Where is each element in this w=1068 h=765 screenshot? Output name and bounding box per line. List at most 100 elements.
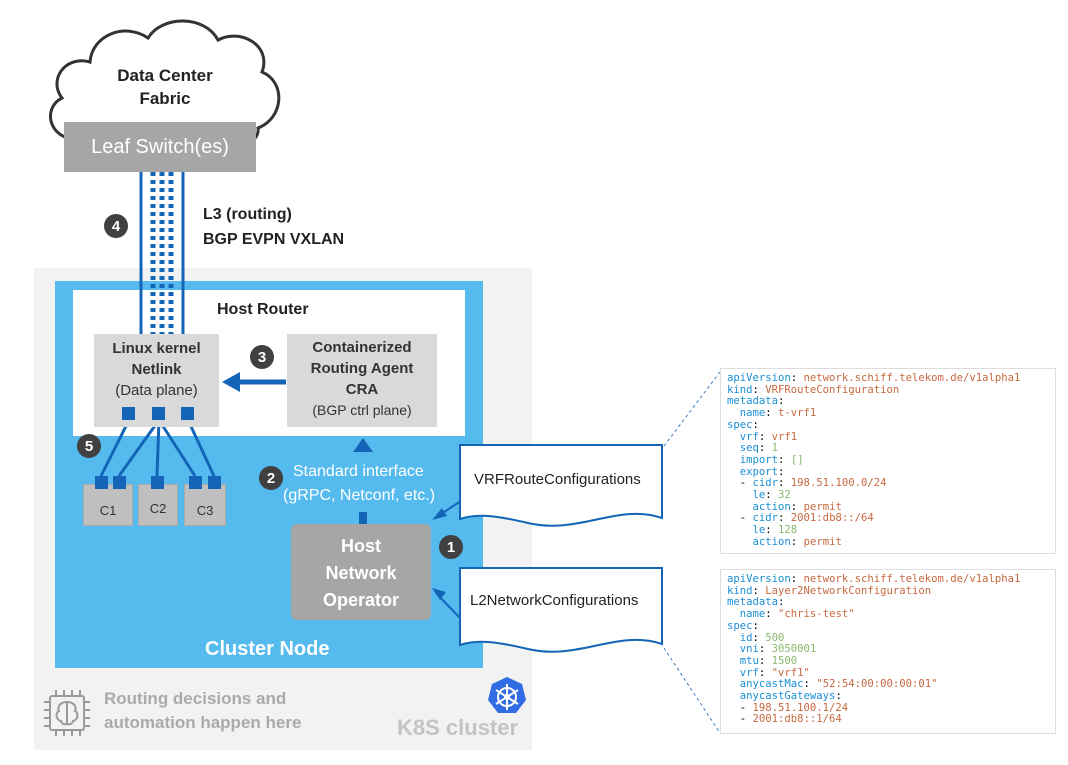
host-router-title: Host Router (217, 301, 309, 318)
kernel-netlink: Netlink (131, 361, 182, 378)
yaml-token: : (778, 465, 785, 478)
yaml-token: - (727, 713, 753, 726)
leaf-switch-box: Leaf Switch(es) (64, 122, 256, 172)
kubernetes-wheel-icon (488, 677, 526, 713)
c1-port-2 (113, 476, 126, 489)
step-4-badge: 4 (104, 214, 128, 238)
yaml-token: cidr (752, 477, 779, 490)
yaml-token (727, 442, 740, 454)
yaml-token: apiVersion (727, 372, 791, 384)
yaml-token: : (765, 489, 779, 502)
yaml-token (727, 667, 740, 679)
yaml-token: : (752, 383, 766, 396)
yaml-token (727, 608, 740, 620)
yaml-token (727, 466, 740, 478)
step-2-badge: 2 (259, 466, 283, 490)
yaml-token: - (727, 512, 753, 525)
yaml-token: spec (727, 619, 753, 632)
yaml-token: - (727, 477, 753, 490)
yaml-token: vrf1 (771, 430, 798, 443)
yaml-token: seq (739, 442, 759, 455)
step-1-badge: 1 (439, 535, 463, 559)
yaml-token: le (752, 524, 766, 537)
yaml-token: vrf (739, 430, 759, 443)
c2-port (151, 476, 164, 489)
yaml-line: apiVersion: network.schiff.telekom.de/v1… (727, 573, 1049, 586)
linux-kernel-box: Linux kernel Netlink (Data plane) (94, 334, 219, 427)
yaml-token: [] (790, 453, 804, 466)
yaml-token: le (752, 489, 766, 502)
yaml-token: : (752, 619, 759, 632)
yaml-token: : (778, 477, 791, 490)
container-c3: C3 (184, 484, 228, 526)
yaml-line: vrf: "vrf1" (727, 666, 1049, 680)
yaml-line: spec: (727, 619, 1049, 633)
container-c2: C2 (138, 484, 180, 526)
operator-line-1: Host (341, 536, 381, 556)
cluster-node-label: Cluster Node (205, 638, 330, 660)
yaml-token: : (752, 418, 759, 431)
kernel-data-plane: (Data plane) (115, 382, 198, 399)
yaml-token (727, 655, 740, 667)
cra-box: Containerized Routing Agent CRA (BGP ctr… (287, 334, 437, 427)
operator-line-2: Network (325, 563, 397, 583)
yaml-line: anycastGateways: (727, 690, 1049, 703)
yaml-token: name (739, 608, 766, 621)
step-3-badge: 3 (250, 345, 274, 369)
yaml-line: le: 128 (727, 524, 1049, 537)
l2-doc-shape (459, 567, 663, 653)
yaml-token (727, 454, 740, 466)
yaml-line: - cidr: 2001:db8::/64 (727, 513, 1049, 525)
yaml-token: : (765, 524, 779, 537)
yaml-line: - 2001:db8::1/64 (727, 714, 1049, 726)
yaml-line: vrf: vrf1 (727, 430, 1049, 444)
yaml-token: t-vrf1 (778, 407, 817, 420)
yaml-token: : (765, 407, 779, 420)
yaml-token: : (778, 512, 791, 525)
yaml-line: - cidr: 198.51.100.0/24 (727, 477, 1049, 490)
yaml-token (727, 690, 740, 702)
step-5-badge: 5 (77, 434, 101, 458)
yaml-token: import (739, 453, 779, 466)
k8s-cluster-label: K8S cluster (397, 715, 519, 740)
yaml-line: name: t-vrf1 (727, 407, 1049, 420)
yaml-token: network.schiff.telekom.de/v1alpha1 (803, 372, 1021, 384)
yaml-line: le: 32 (727, 489, 1049, 502)
yaml-token: 198.51.100.0/24 (790, 477, 887, 490)
yaml-token (727, 489, 753, 501)
yaml-token: : (835, 690, 842, 703)
yaml-line: action: permit (727, 535, 1049, 549)
yaml-token: permit (803, 500, 842, 513)
yaml-line: mtu: 1500 (727, 654, 1049, 668)
vrf-route-configurations-label: VRFRouteConfigurations (474, 471, 641, 488)
yaml-token: vni (739, 643, 759, 656)
yaml-token: "chris-test" (778, 608, 855, 621)
yaml-token: : (778, 453, 791, 466)
operator-line-3: Operator (322, 590, 400, 610)
interface-label-2: (gRPC, Netconf, etc.) (283, 487, 436, 504)
yaml-token: id (739, 631, 753, 644)
interface-label-1: Standard interface (293, 463, 424, 480)
yaml-token: anycastMac (739, 678, 804, 691)
yaml-line: - 198.51.100.1/24 (727, 702, 1049, 715)
yaml-token: network.schiff.telekom.de/v1alpha1 (803, 573, 1021, 585)
yaml-token: : (790, 535, 804, 548)
cloud-icon (48, 19, 281, 147)
kernel-title: Linux kernel (112, 340, 201, 357)
k8s-note-line-1: Routing decisions and (104, 689, 287, 708)
yaml-line: seq: 1 (727, 442, 1049, 455)
c1-port-1 (95, 476, 108, 489)
yaml-token: : (758, 666, 772, 679)
yaml-token (727, 431, 740, 443)
yaml-line: name: "chris-test" (727, 608, 1049, 621)
yaml-token: : (758, 654, 772, 667)
yaml-line: anycastMac: "52:54:00:00:00:01" (727, 678, 1049, 691)
yaml-token: name (739, 407, 766, 420)
yaml-token: VRFRouteConfiguration (765, 383, 900, 396)
yaml-token: : (758, 430, 772, 443)
kernel-port-3 (181, 407, 194, 420)
yaml-token: metadata (727, 596, 779, 609)
yaml-token: cidr (752, 512, 779, 525)
yaml-token: 500 (765, 631, 785, 644)
container-c2-label: C2 (138, 484, 178, 526)
